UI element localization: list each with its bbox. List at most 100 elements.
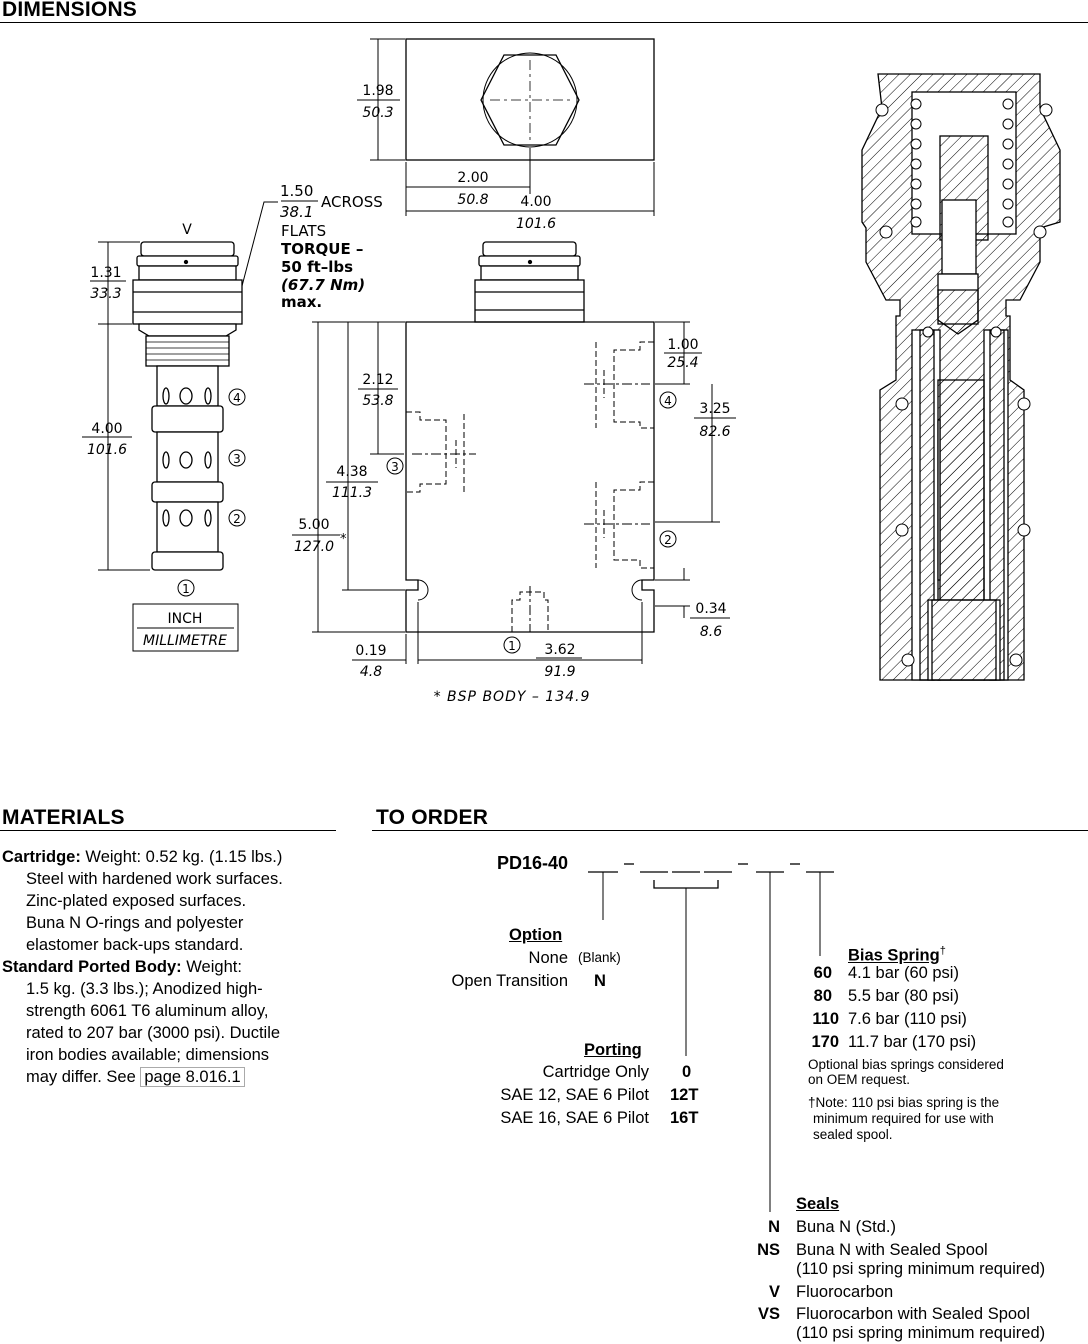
across-text: ACROSS bbox=[321, 193, 383, 211]
body-line-1: 1.5 kg. (3.3 lbs.); Anodized high- bbox=[26, 980, 263, 998]
order-leader-lines bbox=[602, 872, 821, 1212]
to-order-title: TO ORDER bbox=[376, 806, 489, 829]
porting-1-code: 12T bbox=[670, 1086, 699, 1104]
bias-note-1-line-1: Optional bias springs considered bbox=[808, 1057, 1004, 1072]
bias-80-code: 80 bbox=[813, 987, 832, 1005]
cartridge-weight: Weight: 0.52 kg. (1.15 lbs.) bbox=[80, 848, 283, 866]
body-port-3: 3 bbox=[391, 460, 399, 474]
dim-1-98-inch: 1.98 bbox=[362, 83, 393, 99]
dim-4-38-inch: 4.38 bbox=[336, 464, 367, 480]
dim-1-31-inch: 1.31 bbox=[90, 265, 121, 281]
side-port-4: 4 bbox=[233, 391, 241, 405]
dim-0-34-inch: 0.34 bbox=[695, 601, 726, 617]
dim-4-38-mm: 111.3 bbox=[332, 485, 372, 501]
bias-note-2-line-1: †Note: 110 psi bias spring is the bbox=[808, 1095, 1000, 1110]
porting-2-code: 16T bbox=[670, 1109, 699, 1127]
bias-spring-header: Bias Spring bbox=[848, 946, 940, 965]
cartridge-line-3: Buna N O-rings and polyester bbox=[26, 914, 244, 932]
dim-3-25-mm: 82.6 bbox=[699, 424, 730, 440]
dim-4-00-top-inch: 4.00 bbox=[520, 194, 551, 210]
dim-2-12-mm: 53.8 bbox=[362, 393, 393, 409]
units-mm: MILLIMETRE bbox=[143, 633, 227, 649]
side-port-3: 3 bbox=[233, 452, 241, 466]
bias-170-value: 11.7 bar (170 psi) bbox=[848, 1033, 977, 1051]
bias-spring-heading: Bias Spring† bbox=[848, 940, 946, 967]
v-port-label: V bbox=[182, 222, 192, 238]
bias-80-value: 5.5 bar (80 psi) bbox=[848, 987, 959, 1005]
seal-ns-code: NS bbox=[757, 1241, 780, 1259]
dimension-drawing: V 1.31 33.3 4.00 101.6 4 3 2 1 INCH MILL… bbox=[82, 38, 1061, 705]
dim-1-98-mm: 50.3 bbox=[362, 105, 393, 121]
option-none-code: (Blank) bbox=[578, 950, 621, 965]
materials-text: Cartridge: Weight: 0.52 kg. (1.15 lbs.) … bbox=[2, 846, 332, 1088]
option-open-label: Open Transition bbox=[451, 972, 568, 990]
porting-0-label: Cartridge Only bbox=[542, 1063, 649, 1081]
body-weight: Weight: bbox=[181, 958, 242, 976]
dim-0-19-mm: 4.8 bbox=[360, 664, 382, 680]
page-link[interactable]: page 8.016.1 bbox=[140, 1067, 245, 1087]
dim-4-00-inch: 4.00 bbox=[91, 421, 122, 437]
dim-0-34-mm: 8.6 bbox=[700, 624, 722, 640]
body-line-5: may differ. See page 8.016.1 bbox=[2, 1066, 332, 1088]
bias-60-value: 4.1 bar (60 psi) bbox=[848, 964, 959, 982]
seal-n-code: N bbox=[768, 1218, 780, 1236]
porting-header: Porting bbox=[584, 1041, 642, 1059]
dimensions-rule bbox=[0, 22, 1088, 23]
seal-ns-line-1: Buna N with Sealed Spool bbox=[796, 1241, 988, 1259]
cartridge-side-view bbox=[132, 241, 243, 571]
body-port-2: 2 bbox=[664, 533, 672, 547]
dim-3-25-inch: 3.25 bbox=[699, 401, 730, 417]
bias-spring-dagger: † bbox=[939, 945, 946, 957]
bias-110-code: 110 bbox=[812, 1010, 839, 1028]
dim-2-00-mm: 50.8 bbox=[457, 192, 488, 208]
dim-2-12-inch: 2.12 bbox=[362, 372, 393, 388]
dim-1-00-mm: 25.4 bbox=[667, 355, 698, 371]
units-inch: INCH bbox=[168, 611, 203, 627]
dim-4-00-top-mm: 101.6 bbox=[516, 216, 556, 232]
cartridge-line-4: elastomer back-ups standard. bbox=[26, 936, 244, 954]
top-view bbox=[405, 38, 655, 161]
torque-max: max. bbox=[281, 293, 322, 311]
dim-0-19-inch: 0.19 bbox=[355, 643, 386, 659]
body-port-1: 1 bbox=[508, 639, 516, 653]
side-port-2: 2 bbox=[233, 512, 241, 526]
torque-value: 50 ft–lbs bbox=[281, 258, 353, 276]
dim-4-00-mm: 101.6 bbox=[87, 442, 127, 458]
seal-ns-line-2: (110 psi spring minimum required) bbox=[796, 1260, 1046, 1278]
dim-5-00-asterisk: * bbox=[340, 532, 347, 547]
body-line-3: rated to 207 bar (3000 psi). Ductile bbox=[26, 1024, 281, 1042]
dim-1-31-mm: 33.3 bbox=[90, 286, 121, 302]
materials-title: MATERIALS bbox=[2, 806, 125, 829]
dim-2-00-inch: 2.00 bbox=[457, 170, 488, 186]
bias-170-code: 170 bbox=[811, 1033, 839, 1051]
dim-5-00-inch: 5.00 bbox=[298, 517, 329, 533]
bias-note-1-line-2: on OEM request. bbox=[808, 1072, 911, 1087]
dim-5-00-mm: 127.0 bbox=[294, 539, 334, 555]
materials-rule bbox=[0, 830, 336, 831]
torque-metric: (67.7 Nm) bbox=[281, 276, 365, 294]
option-header: Option bbox=[509, 926, 563, 944]
bias-60-code: 60 bbox=[813, 964, 832, 982]
body-line: Standard Ported Body: Weight: bbox=[2, 956, 332, 978]
torque-text: TORQUE – bbox=[281, 240, 363, 258]
body-front-view bbox=[405, 241, 655, 633]
body-label: Standard Ported Body: bbox=[2, 958, 182, 976]
porting-1-label: SAE 12, SAE 6 Pilot bbox=[500, 1086, 649, 1104]
bias-110-value: 7.6 bar (110 psi) bbox=[848, 1010, 967, 1028]
cartridge-line-1: Steel with hardened work surfaces. bbox=[26, 870, 283, 888]
seal-v-line-1: Fluorocarbon bbox=[796, 1283, 894, 1301]
dim-3-62-mm: 91.9 bbox=[544, 664, 575, 680]
dim-1-00-inch: 1.00 bbox=[667, 337, 698, 353]
seal-n-line-1: Buna N (Std.) bbox=[796, 1218, 896, 1236]
model-code: PD16-40 bbox=[497, 853, 569, 873]
cartridge-line-2: Zinc-plated exposed surfaces. bbox=[26, 892, 247, 910]
side-port-1: 1 bbox=[182, 582, 190, 596]
to-order-rule bbox=[372, 830, 1088, 831]
body-port-4: 4 bbox=[664, 394, 672, 408]
seal-v-code: V bbox=[768, 1283, 780, 1301]
bias-note-2-line-2: minimum required for use with bbox=[813, 1111, 994, 1126]
option-none-label: None bbox=[528, 949, 568, 967]
porting-0-code: 0 bbox=[682, 1063, 692, 1081]
cartridge-cross-section bbox=[861, 73, 1061, 681]
across-flats-mm: 38.1 bbox=[280, 203, 313, 221]
